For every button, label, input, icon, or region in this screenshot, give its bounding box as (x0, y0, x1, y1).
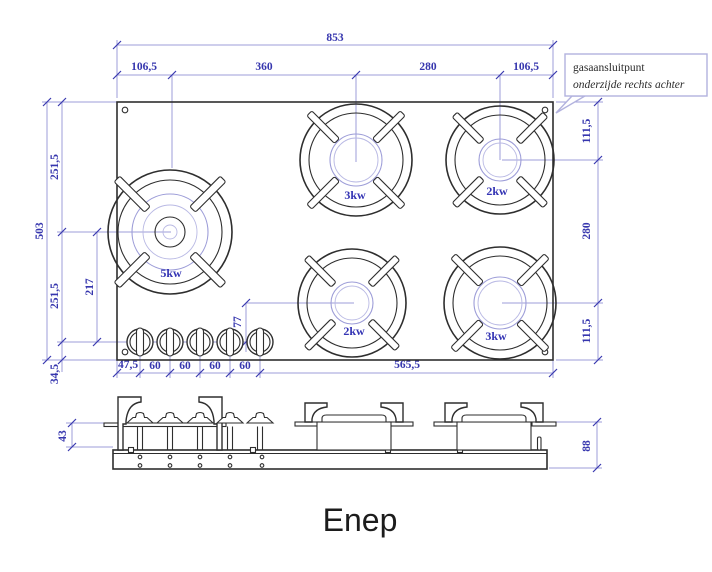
dim-left-to-mid: 360 (255, 61, 273, 73)
knob-2 (156, 327, 184, 357)
side-right-burner (433, 402, 557, 451)
dim-body-height: 88 (581, 440, 593, 452)
hob-panel-outline (116, 101, 554, 361)
dim-left-offset: 106,5 (131, 61, 157, 73)
dim-knobs-to-right-edge: 565,5 (394, 359, 420, 371)
knob-3 (186, 327, 214, 357)
dimension-lines (46, 44, 599, 468)
burner-2kw-bottom: 2kw (297, 248, 407, 358)
dim-knob-pitch-4: 60 (239, 360, 251, 372)
callout-line1: gasaansluitpunt (573, 62, 645, 74)
dim-knobs-to-front: 34,5 (49, 364, 61, 384)
callout-line2: onderzijde rechts achter (573, 79, 685, 91)
knob-1 (126, 327, 154, 357)
side-left-cluster (103, 396, 275, 451)
burner-3kw-bottom: 3kw (443, 246, 557, 360)
gas-connection-callout: gasaansluitpunt onderzijde rechts achter (555, 53, 708, 114)
burner-2kw-top-label: 2kw (486, 184, 508, 198)
control-knobs (126, 327, 274, 357)
side-knob-caps (125, 411, 275, 450)
callout-tail (555, 95, 588, 114)
dim-total-width: 853 (326, 32, 344, 44)
dim-right-bottom: 111,5 (581, 318, 593, 343)
knob-5 (246, 327, 274, 357)
callout-box (564, 53, 708, 97)
dim-bottom-half: 251,5 (49, 283, 61, 309)
grate-bars (114, 176, 226, 288)
dim-top-half: 251,5 (49, 154, 61, 180)
dim-knob-pitch-2: 60 (179, 360, 191, 372)
dim-knob-pitch-1: 60 (149, 360, 161, 372)
burner-3kw-top: 3kw (299, 103, 413, 217)
side-holes (137, 454, 265, 468)
burner-5kw: 5kw (107, 169, 233, 295)
side-body (112, 449, 548, 470)
dim-total-depth: 503 (34, 222, 46, 240)
knob-4 (216, 327, 244, 357)
burner-3kw-bottom-label: 3kw (485, 329, 507, 343)
dim-center-to-knobs: 217 (84, 278, 96, 296)
dim-mid-to-right: 280 (419, 61, 437, 73)
dim-knob-pitch-3: 60 (209, 360, 221, 372)
dim-knob-offset: 47,5 (118, 359, 138, 371)
grate-bars (307, 111, 405, 209)
model-title: Enep (323, 502, 398, 538)
hob-side-view (103, 396, 557, 470)
side-middle-burner (294, 402, 414, 451)
dim-knob-height: 43 (57, 430, 69, 442)
hob-plan-view: 5kw 3kw (107, 101, 557, 361)
grate-bars (451, 254, 549, 352)
burner-2kw-top: 2kw (445, 105, 555, 215)
burner-2kw-bottom-label: 2kw (343, 324, 365, 338)
burner-3kw-top-label: 3kw (344, 188, 366, 202)
dim-right-top: 111,5 (581, 118, 593, 143)
screw-holes (121, 106, 549, 356)
grate-bars (452, 112, 548, 208)
grate-bars (304, 255, 400, 351)
dim-right-offset: 106,5 (513, 61, 539, 73)
dim-knob-to-burner-row: 77 (232, 316, 244, 328)
side-pin-right (536, 436, 542, 451)
dimension-ticks (42, 40, 603, 473)
dim-right-middle: 280 (581, 222, 593, 240)
burner-5kw-label: 5kw (160, 266, 182, 280)
